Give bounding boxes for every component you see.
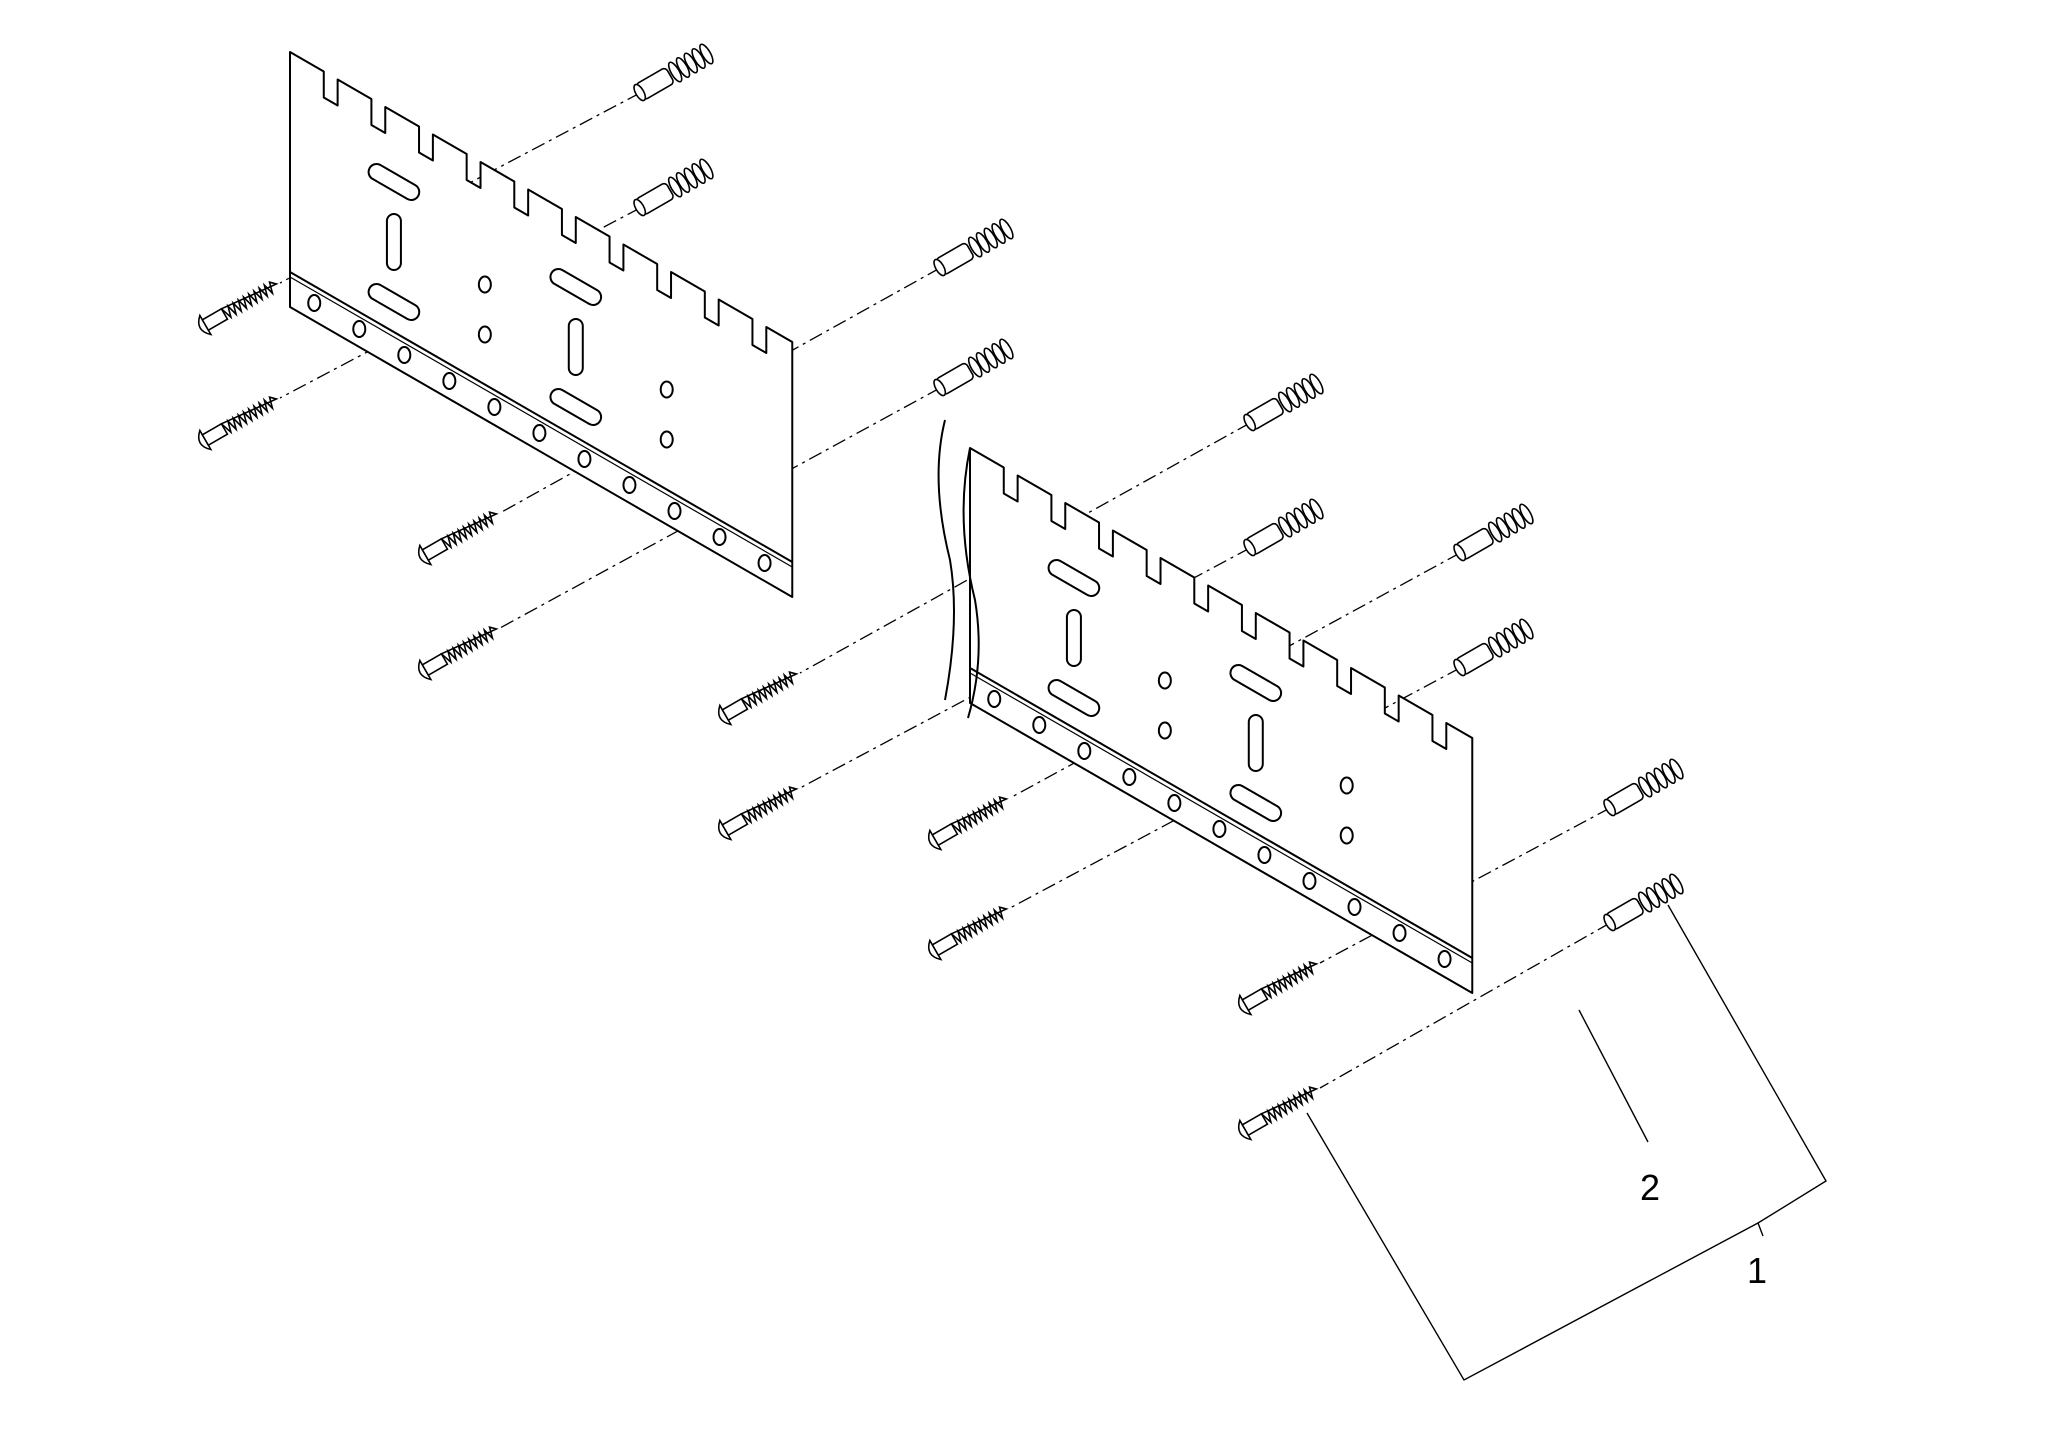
vertical-slot [1247,714,1264,772]
callout-label-1: 1 [1747,1250,1768,1291]
horizontal-slot [367,283,421,321]
callout-label-2: 2 [1640,1167,1661,1208]
screws [197,281,1319,1141]
mounting-hole [1157,671,1172,690]
flange-hole [577,450,592,468]
flange-hole [1167,794,1182,812]
flange-hole [352,320,367,338]
flange-hole [1257,846,1272,864]
flange-hole [667,502,682,520]
wall-plug [933,338,1014,397]
break-line [937,419,955,701]
mounting-hole [659,380,674,399]
mounting-hole [477,325,492,344]
wall-plug [1243,373,1324,432]
mounting-rails [289,51,1474,994]
centerline [799,422,1251,674]
flange-hole [532,424,547,442]
leader-lines [1306,904,1827,1381]
mounting-hole [1339,826,1354,845]
screw [417,626,499,681]
screw [717,671,799,726]
wall-plug [1243,498,1324,557]
mounting-hole [1157,721,1172,740]
rail-section-right [969,447,1474,994]
screw [1237,961,1319,1016]
flange-hole [1347,898,1362,916]
flange-hole [1122,768,1137,786]
flange-hole [442,372,457,390]
mounting-hole [1339,776,1354,795]
flange-hole [1212,820,1227,838]
wall-plug [933,218,1014,277]
flange-hole [307,294,322,312]
flange-hole [1077,742,1092,760]
flange-hole [1032,716,1047,734]
mounting-hole [659,430,674,449]
centerline [1319,922,1611,1089]
rail-flange-edge [969,667,1473,959]
wall-plug [1453,503,1534,562]
wall-plug [633,158,714,217]
flange-hole [487,398,502,416]
screw [197,396,279,451]
vertical-slot [385,213,402,271]
screw [717,786,799,841]
wall-plug [1603,758,1684,817]
horizontal-slot [1229,664,1283,702]
mounting-hole [477,275,492,294]
flange-hole [712,528,727,546]
screw [927,796,1009,851]
screw [417,511,499,566]
screw [1237,1086,1319,1141]
vertical-slot [1065,609,1082,667]
wall-plug [633,43,714,102]
flange-hole [987,690,1002,708]
vertical-slot [567,318,584,376]
screw [197,281,279,336]
centerline [279,92,641,284]
horizontal-slot [367,163,421,201]
horizontal-slot [1229,784,1283,822]
break-line [962,447,980,719]
leader-line-1-plug [1667,904,1827,1224]
flange-hole [1392,924,1407,942]
flange-hole [1302,872,1317,890]
horizontal-slot [1047,679,1101,717]
horizontal-slot [549,388,603,426]
wall-plug [1603,873,1684,932]
rail-flange-edge [289,276,793,568]
rail-section-left [289,51,794,598]
rail-flange-edge [289,271,793,563]
flange-hole [622,476,637,494]
flange-hole [397,346,412,364]
leader-line-2 [1578,1009,1649,1143]
screw [927,906,1009,961]
leader-line-1-screw [1306,1112,1764,1381]
horizontal-slot [1047,559,1101,597]
flange-hole [1437,950,1452,968]
wall-plug [1453,618,1534,677]
horizontal-slot [549,268,603,306]
flange-hole [757,554,772,572]
wall-plugs [633,43,1684,932]
rail-flange-edge [969,672,1473,964]
